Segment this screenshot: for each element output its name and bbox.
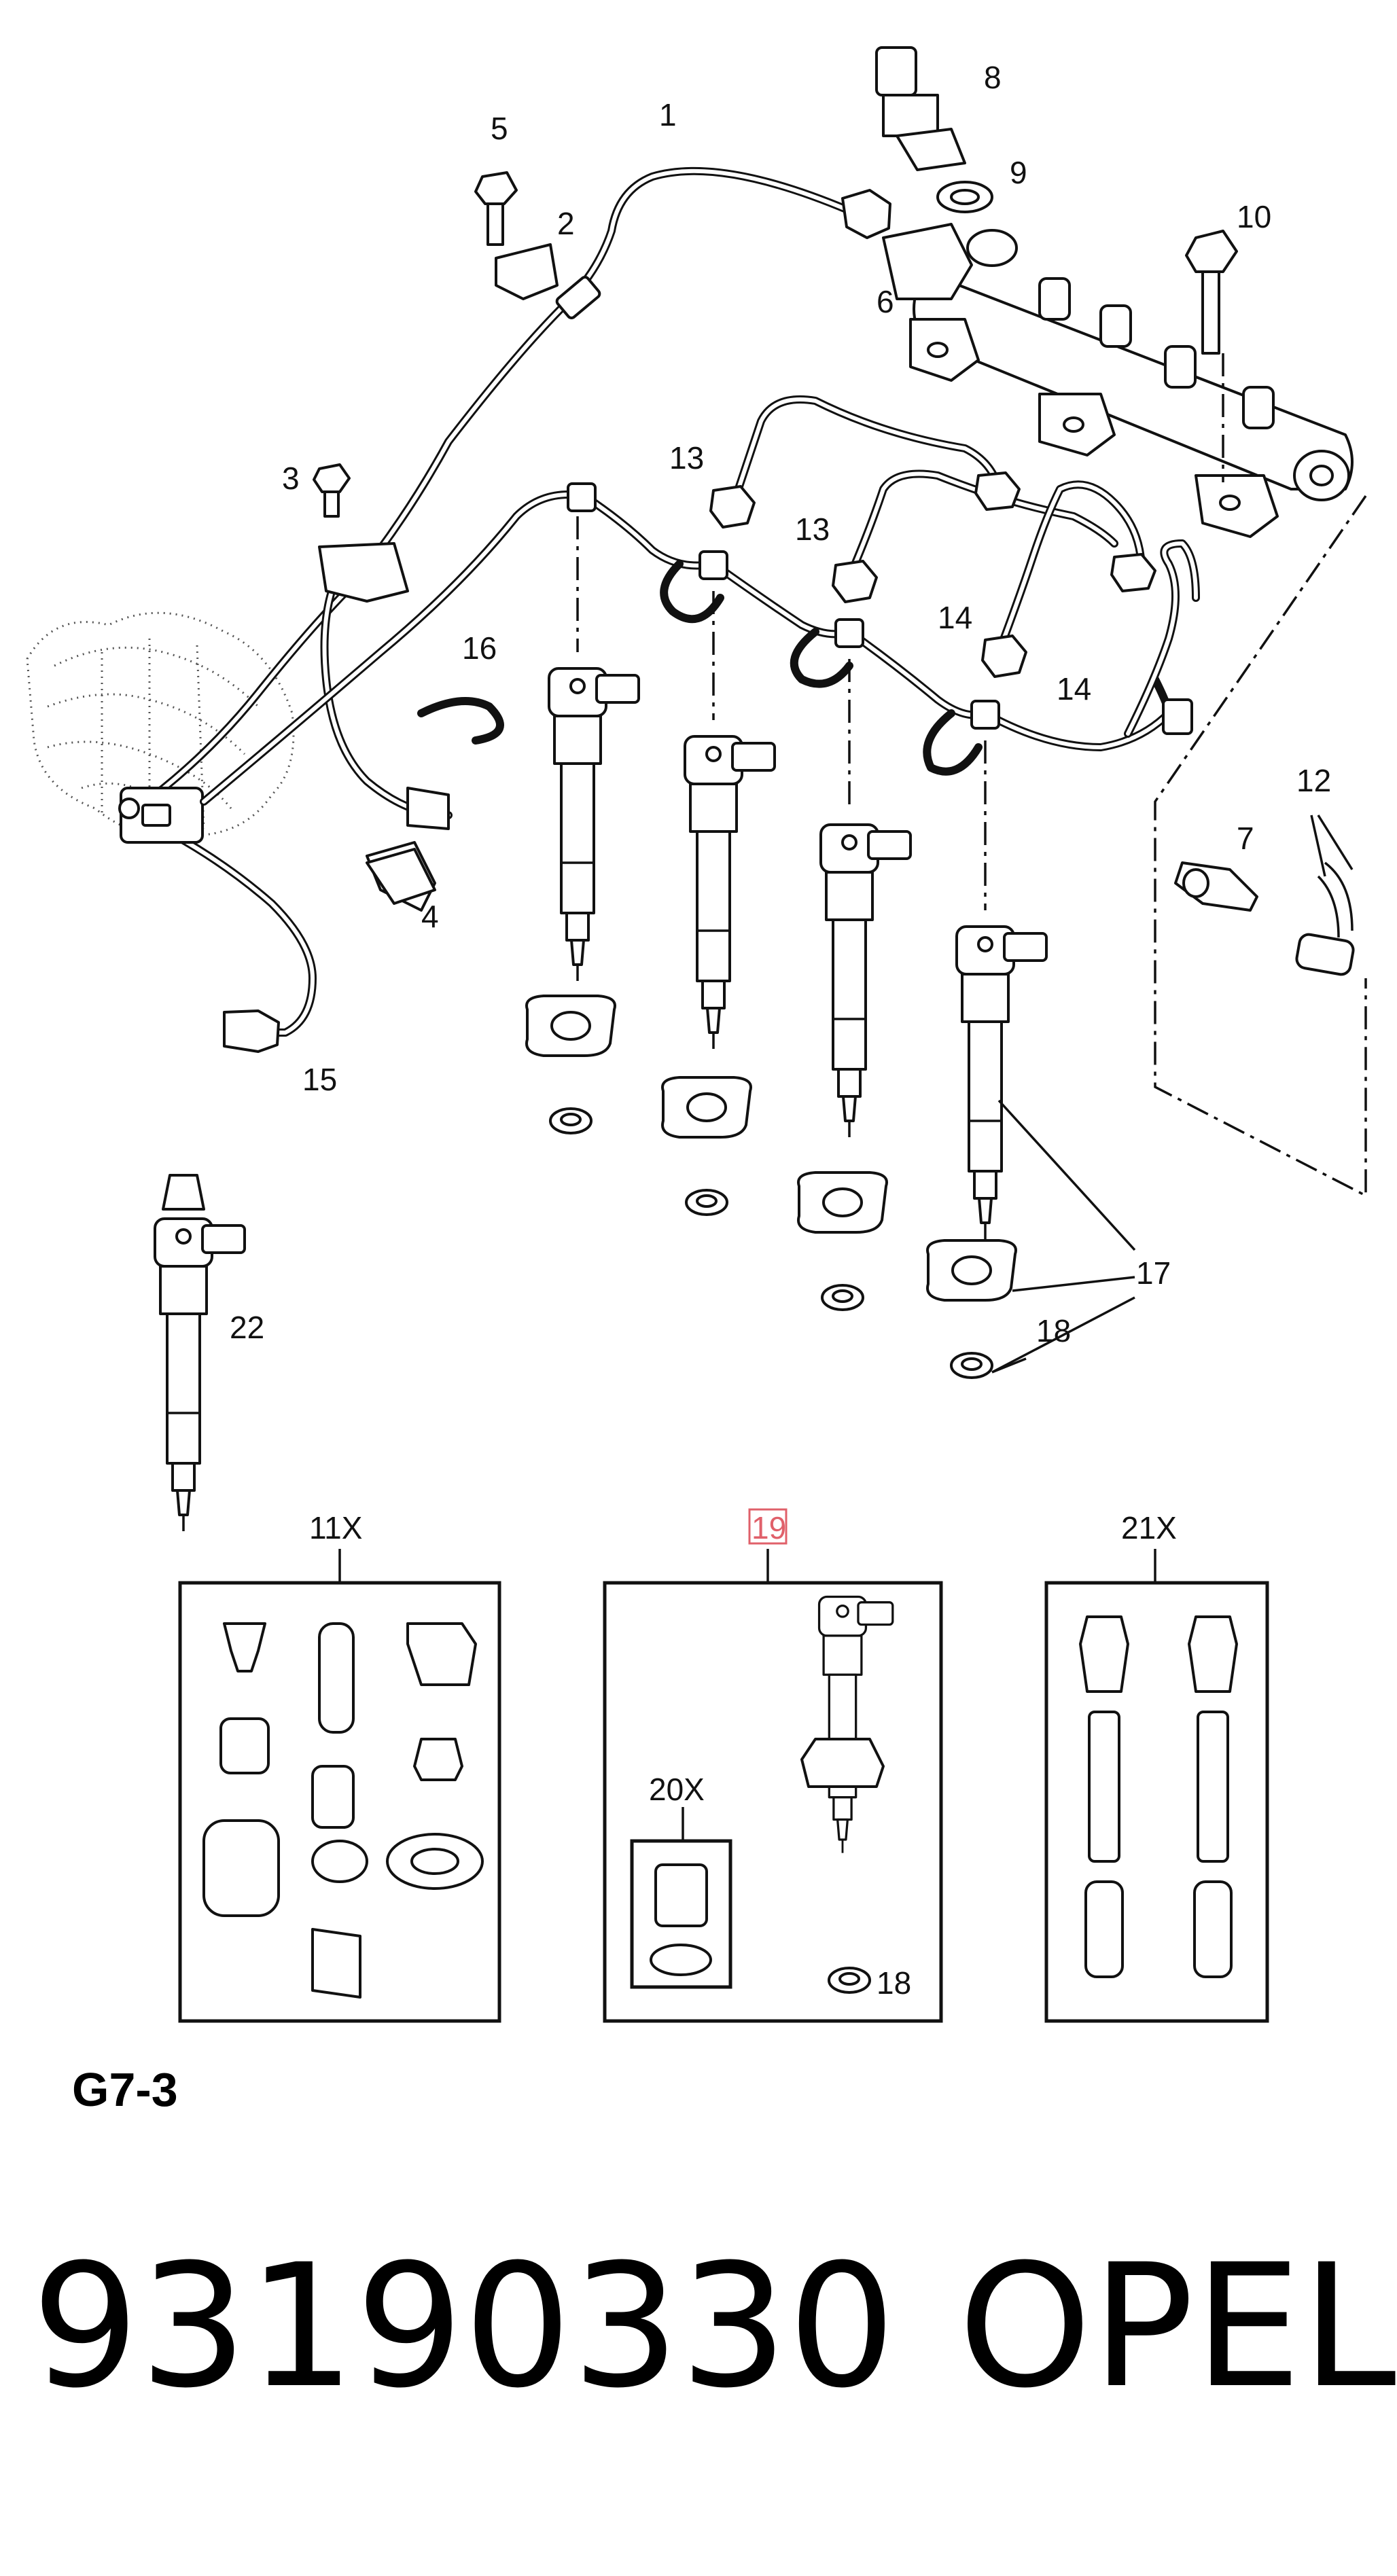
callout-20x: 20X	[649, 1772, 705, 1807]
clip-16	[417, 697, 504, 745]
washer-4	[950, 1352, 993, 1379]
leader-lines	[991, 815, 1354, 1374]
bolt-10	[1185, 230, 1238, 355]
clip-2	[495, 243, 559, 300]
brand-name: OPEL	[958, 2228, 1396, 2425]
callout-9: 9	[1010, 155, 1027, 190]
callout-2: 2	[557, 206, 575, 241]
callout-7: 7	[1237, 821, 1254, 856]
clip-4	[366, 848, 436, 905]
washer-3	[821, 1284, 864, 1311]
part-number: 93190330	[31, 2228, 896, 2425]
callout-16: 16	[462, 630, 497, 666]
callout-15: 15	[302, 1062, 337, 1097]
highlight-box-19	[748, 1508, 788, 1545]
callout-18a: 18	[1036, 1313, 1071, 1348]
kit-19	[603, 1549, 943, 2023]
injector-4	[955, 925, 1048, 1240]
callout-6: 6	[877, 284, 894, 319]
callout-10: 10	[1237, 199, 1271, 234]
page-label: G7-3	[72, 2063, 178, 2116]
callout-21x: 21X	[1121, 1510, 1177, 1545]
leak-off-line	[200, 482, 1193, 806]
fuel-rail	[882, 223, 1354, 538]
callout-4: 4	[421, 899, 439, 934]
return-pipe-15	[118, 787, 317, 1053]
injector-1	[548, 667, 640, 982]
callout-14b: 14	[1057, 671, 1091, 706]
callout-12: 12	[1296, 763, 1331, 798]
flange-4	[926, 1239, 1017, 1302]
kit-21x	[1044, 1549, 1269, 2023]
rail-pressure-sensor	[875, 46, 993, 213]
washer-1	[549, 1107, 593, 1134]
injector-22	[154, 1174, 246, 1533]
callout-13b: 13	[795, 512, 830, 547]
callout-18b: 18	[877, 1965, 911, 2001]
callout-5: 5	[491, 111, 508, 146]
kit-11x	[178, 1549, 501, 2023]
callout-11x: 11X	[309, 1510, 362, 1545]
callout-19: 19	[751, 1510, 786, 1545]
callout-17: 17	[1136, 1255, 1171, 1291]
flange-1	[525, 995, 616, 1057]
flange-2	[661, 1076, 752, 1139]
callout-14a: 14	[938, 600, 972, 635]
flange-3	[797, 1171, 888, 1234]
temperature-sensor-7	[1174, 861, 1258, 912]
bolt-5	[474, 171, 518, 246]
washer-2	[685, 1189, 728, 1216]
callout-3: 3	[282, 461, 300, 496]
injector-3	[819, 823, 912, 1139]
callout-13a: 13	[669, 440, 704, 476]
bolt-3	[313, 463, 351, 518]
injector-2	[684, 735, 776, 1050]
callout-8: 8	[984, 60, 1002, 95]
callout-22: 22	[230, 1310, 264, 1345]
injection-pipes	[709, 395, 1200, 738]
connector-12	[1295, 861, 1355, 976]
callout-1: 1	[659, 97, 677, 132]
